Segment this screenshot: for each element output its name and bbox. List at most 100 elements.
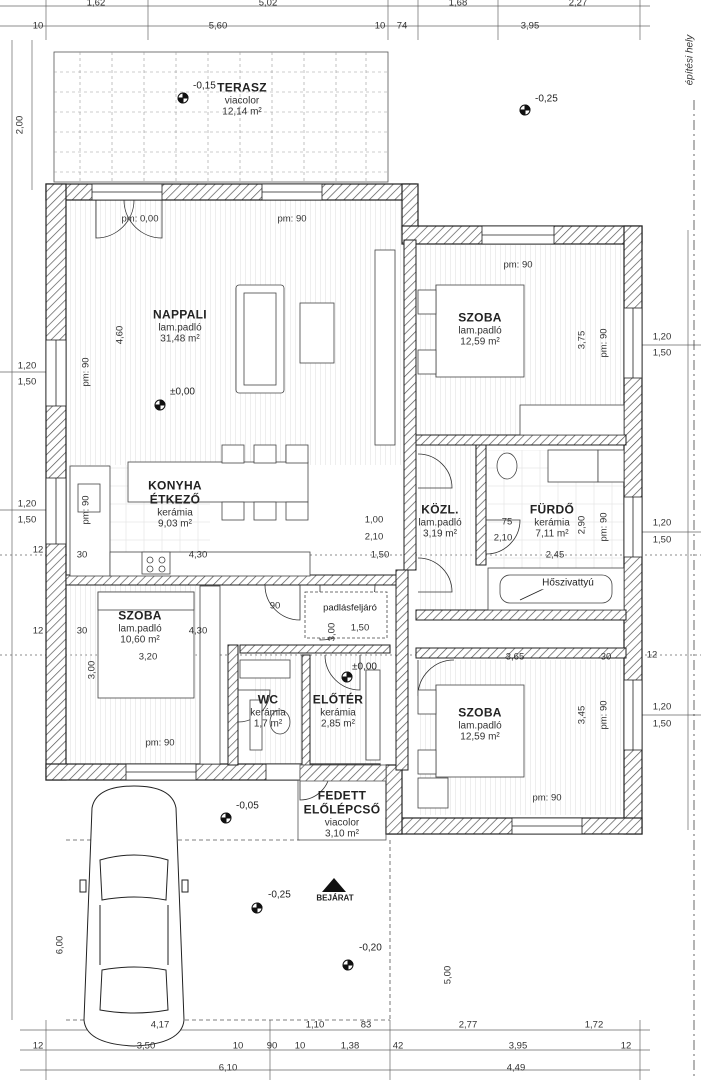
dimension-lines-top — [0, 0, 650, 40]
dim-inner: 30 — [76, 625, 88, 637]
dim-top: 3,95 — [520, 20, 540, 32]
room-name: NAPPALI — [153, 307, 207, 322]
furniture — [69, 249, 625, 809]
room-floor: lam.padló — [158, 322, 202, 334]
dim-left: 12 — [32, 625, 44, 637]
room-name: FÜRDŐ — [529, 502, 575, 517]
dim-right: 1,20 — [652, 331, 672, 343]
dim-top: 5,02 — [258, 0, 278, 9]
room-area: 1,7 m² — [253, 718, 283, 730]
room-name: KÖZL. — [421, 502, 459, 517]
dim-top: 1,62 — [86, 0, 106, 9]
room-name-2: ELŐLÉPCSŐ — [303, 802, 381, 817]
level-drive: -0,25 — [268, 889, 291, 901]
dim-inner: 4,30 — [188, 625, 208, 637]
room-area: 7,11 m² — [535, 528, 569, 540]
dim-bottom: 1,10 — [305, 1019, 325, 1031]
room-name: TERASZ — [217, 80, 267, 95]
dim-inner: 3,45 — [576, 705, 588, 725]
dim-bottom: 1,72 — [584, 1019, 604, 1031]
dim-left: 1,20 — [17, 360, 37, 372]
room-furdo: FÜRDŐ kerámia 7,11 m² — [529, 502, 575, 541]
dim-bottom: 6,10 — [218, 1062, 238, 1074]
dim-bottom: 4,49 — [506, 1062, 526, 1074]
entrance-label: BEJÁRAT — [316, 893, 354, 903]
room-kozl: KÖZL. lam.padló 3,19 m² — [418, 502, 462, 541]
room-szoba-ne: SZOBA lam.padló 12,59 m² — [458, 310, 502, 349]
dim-inner: 75 — [501, 516, 513, 528]
covered-entry — [297, 764, 387, 841]
parapet-label: pm: 90 — [145, 737, 175, 749]
dim-bottom: 83 — [360, 1019, 372, 1031]
parapet-label: pm: 90 — [598, 328, 610, 358]
room-name: WC — [257, 692, 279, 707]
parapet-label: pm: 90 — [80, 357, 92, 387]
room-name: SZOBA — [458, 310, 502, 325]
dim-inner: 30 — [76, 549, 88, 561]
room-floor: lam.padló — [418, 517, 462, 529]
dim-left: 12 — [32, 544, 44, 556]
parapet-label: pm: 90 — [277, 213, 307, 225]
dim-right: 12 — [646, 649, 658, 661]
level-front: -0,05 — [236, 800, 259, 812]
interior-walls — [65, 239, 627, 771]
room-name-2: ÉTKEZŐ — [149, 492, 201, 507]
room-fedett: FEDETT ELŐLÉPCSŐ viacolor 3,10 m² — [303, 788, 381, 841]
room-terasz: TERASZ viacolor 12,14 m² — [217, 80, 267, 119]
dim-inner: 5,00 — [442, 965, 454, 985]
room-name: SZOBA — [118, 608, 162, 623]
room-floor: kerámia — [534, 517, 570, 529]
heat-pump-label: Hőszivattyú — [540, 577, 596, 589]
dim-inner: 2,10 — [493, 532, 513, 544]
dim-inner: 4,60 — [114, 325, 126, 345]
dim-right: 1,20 — [652, 701, 672, 713]
room-szoba-w: SZOBA lam.padló 10,60 m² — [118, 608, 162, 647]
room-area: 2,85 m² — [321, 718, 355, 730]
room-floor: lam.padló — [118, 623, 162, 635]
dim-inner: 30 — [600, 651, 612, 663]
dim-bottom: 4,17 — [150, 1019, 170, 1031]
room-floor: lam.padló — [458, 325, 502, 337]
room-floor: kerámia — [250, 707, 286, 719]
dim-inner: 3,20 — [138, 651, 158, 663]
dim-top: 2,27 — [568, 0, 588, 9]
level-nappali: ±0,00 — [170, 386, 195, 398]
attic-access-label: padlásfeljáró — [323, 602, 377, 615]
room-name: FEDETT — [317, 788, 367, 803]
dim-bottom: 10 — [232, 1040, 244, 1052]
dim-right: 1,20 — [652, 517, 672, 529]
parapet-label: pm: 0,00 — [121, 213, 159, 225]
dim-bottom: 2,77 — [458, 1019, 478, 1031]
dim-left: 1,50 — [17, 376, 37, 388]
room-area: 3,10 m² — [325, 828, 359, 840]
dim-bottom: 90 — [266, 1040, 278, 1052]
parapet-label: pm: 90 — [532, 792, 562, 804]
dim-inner: 1,50 — [370, 549, 390, 561]
dim-left: 2,00 — [14, 115, 26, 135]
dim-top: 1,68 — [448, 0, 468, 9]
room-wc: WC kerámia 1,7 m² — [250, 692, 286, 731]
car-icon — [79, 785, 189, 1047]
dim-inner: 4,30 — [188, 549, 208, 561]
dim-inner: 2,90 — [576, 515, 588, 535]
parapet-label: pm: 90 — [598, 700, 610, 730]
room-floor: viacolor — [324, 817, 360, 829]
level-yard-ne: -0,25 — [535, 93, 558, 105]
dim-left: 1,20 — [17, 498, 37, 510]
room-area: 3,19 m² — [423, 528, 457, 540]
dim-right: 1,50 — [652, 718, 672, 730]
room-name: KONYHA — [148, 478, 202, 493]
dim-inner: 3,00 — [326, 622, 338, 642]
windows — [45, 183, 643, 835]
dim-bottom: 3,95 — [508, 1040, 528, 1052]
level-terasz: -0,15 — [193, 80, 216, 92]
room-floor: lam.padló — [458, 720, 502, 732]
dim-top: 5,60 — [208, 20, 228, 32]
entrance-arrow-icon — [322, 878, 346, 892]
dim-bottom: 10 — [294, 1040, 306, 1052]
room-eloter: ELŐTÉR kerámia 2,85 m² — [313, 693, 363, 731]
dim-inner: 3,75 — [576, 330, 588, 350]
level-eloter: ±0,00 — [352, 661, 377, 673]
room-area: 10,60 m² — [120, 634, 160, 646]
